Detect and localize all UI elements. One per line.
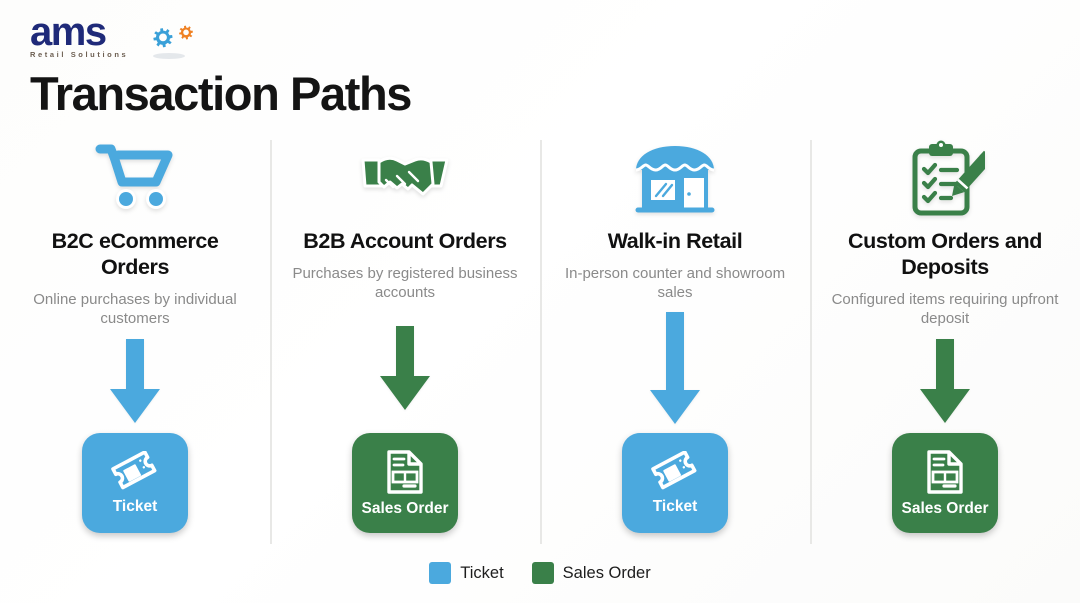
column-description: In-person counter and showroom sales xyxy=(564,265,786,301)
column-title: B2B Account Orders xyxy=(303,229,507,253)
path-column-walk-in-retail: Walk-in Retail In-person counter and sho… xyxy=(540,134,810,549)
result-card-ticket[interactable]: Ticket xyxy=(622,433,728,533)
document-icon xyxy=(927,450,963,494)
brand-name: ams xyxy=(30,10,107,54)
column-divider xyxy=(810,140,812,544)
legend-label: Ticket xyxy=(460,563,504,582)
legend-swatch xyxy=(531,562,554,584)
column-description: Online purchases by individual customers xyxy=(33,291,237,327)
flow-arrow-slot xyxy=(18,328,252,433)
column-title: Custom Orders and Deposits xyxy=(848,229,1042,279)
gears-icon xyxy=(140,18,202,65)
brand-logo: ams Retail Solutions xyxy=(30,12,230,64)
flow-arrow-slot xyxy=(828,328,1062,433)
column-description: Purchases by registered business account… xyxy=(292,265,518,301)
brand-tagline: Retail Solutions xyxy=(30,50,129,59)
down-arrow-icon xyxy=(380,325,430,410)
column-divider xyxy=(540,140,542,544)
result-card-sales-order[interactable]: Sales Order xyxy=(892,433,998,533)
path-column-b2b-account: B2B Account Orders Purchases by register… xyxy=(270,134,540,549)
legend: Ticket Sales Order xyxy=(0,562,1080,584)
clipboard-checklist-icon xyxy=(905,134,985,222)
result-card-label: Sales Order xyxy=(361,500,449,517)
legend-item-sales-order: Sales Order xyxy=(531,562,651,584)
result-card-label: Ticket xyxy=(652,498,698,515)
down-arrow-icon xyxy=(650,311,700,424)
shopping-cart-icon xyxy=(94,134,176,222)
result-card-sales-order[interactable]: Sales Order xyxy=(352,433,458,533)
flow-arrow-slot xyxy=(288,302,522,433)
path-column-b2c-ecommerce: B2C eCommerce Orders Online purchases by… xyxy=(0,134,270,549)
page-title: Transaction Paths xyxy=(30,67,412,120)
transaction-path-columns: B2C eCommerce Orders Online purchases by… xyxy=(0,134,1080,549)
down-arrow-icon xyxy=(110,338,160,423)
column-title: Walk-in Retail xyxy=(607,229,743,253)
legend-item-ticket: Ticket xyxy=(429,562,504,584)
legend-label: Sales Order xyxy=(562,563,651,582)
legend-swatch xyxy=(429,562,452,584)
result-card-label: Sales Order xyxy=(901,500,989,517)
ticket-icon xyxy=(651,451,697,490)
result-card-ticket[interactable]: Ticket xyxy=(82,433,188,533)
column-divider xyxy=(270,140,272,544)
column-description: Configured items requiring upfront depos… xyxy=(831,291,1059,327)
ticket-icon xyxy=(111,451,157,490)
path-column-custom-orders: Custom Orders and Deposits Configured it… xyxy=(810,134,1080,549)
down-arrow-icon xyxy=(920,338,970,423)
storefront-icon xyxy=(632,134,718,222)
document-icon xyxy=(387,450,423,494)
result-card-label: Ticket xyxy=(112,498,158,515)
flow-arrow-slot xyxy=(558,302,792,433)
column-title: B2C eCommerce Orders xyxy=(51,229,219,279)
handshake-icon xyxy=(359,134,451,222)
